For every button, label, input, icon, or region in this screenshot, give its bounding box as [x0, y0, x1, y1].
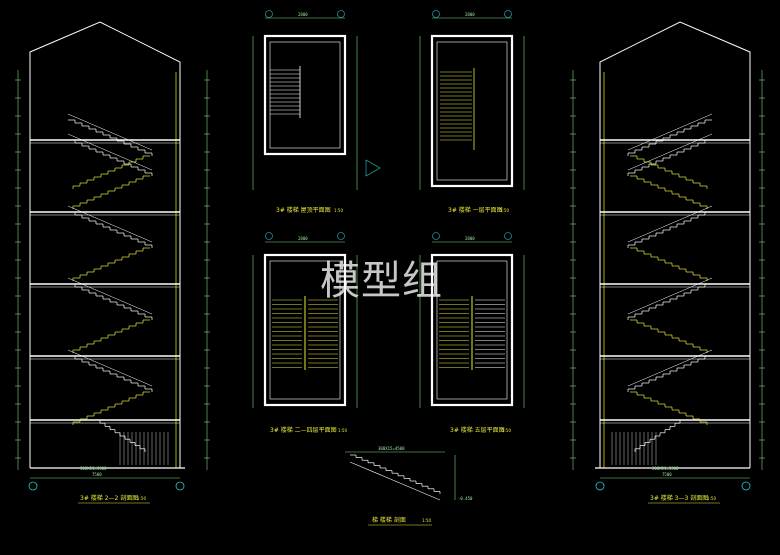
plan-first-title: 3# 楼梯 一层平面图 — [448, 206, 503, 214]
left-section-title: 3# 楼梯 2—2 剖面图 — [80, 494, 138, 502]
axis-bubble — [175, 481, 185, 491]
left-stair-section: 7500 300X11=3300 3# 楼梯 2—2 剖面图 1:50 — [15, 21, 210, 504]
axis-bubble — [28, 481, 38, 491]
watermark: 模型组 — [320, 258, 443, 304]
plan-first-scale: 1:50 — [500, 208, 509, 213]
detail-stair-profile — [349, 454, 441, 501]
detail-run-dim: 300X15=4500 — [378, 446, 405, 451]
plan-fifth-scale: 1:50 — [502, 428, 511, 433]
plan-fifth-title: 3# 楼梯 五层平面图 — [450, 426, 505, 434]
handrail — [627, 277, 713, 315]
plan-fifth-width-dim: 2800 — [465, 236, 475, 241]
left-section-scale: 1:50 — [137, 496, 146, 501]
handrail — [627, 205, 713, 243]
roof-stair-treads — [270, 66, 301, 118]
right-total-dim: 7500 — [662, 472, 672, 477]
axis-bubble — [432, 232, 440, 240]
right-stair-flights — [611, 113, 713, 465]
left-total-dim: 7500 — [92, 472, 102, 477]
handrail — [627, 133, 713, 171]
axis-bubble — [504, 232, 512, 240]
handrail — [67, 277, 153, 315]
right-floor-slabs — [600, 139, 750, 424]
handrail — [67, 133, 153, 171]
axis-bubble — [265, 232, 273, 240]
plan-middle-width-dim: 2800 — [298, 236, 308, 241]
axis-bubble — [432, 10, 440, 18]
axis-bubble — [741, 481, 751, 491]
fifth-stair-treads — [439, 296, 505, 370]
detail-elev: -0.450 — [458, 496, 473, 501]
left-dimension-ticks — [15, 79, 210, 459]
axis-bubble — [595, 481, 605, 491]
plan-roof-width-dim: 2800 — [298, 12, 308, 17]
detail-scale: 1:50 — [422, 518, 431, 523]
left-stair-flights — [67, 113, 169, 465]
plan-roof-title: 3# 楼梯 屋顶平面图 — [276, 206, 331, 214]
plan-middle-scale: 1:50 — [338, 428, 347, 433]
plan-fifth-floor: 2800 3# 楼梯 五层平面图 1:50 — [419, 232, 525, 434]
detail-soffit — [349, 461, 441, 501]
axis-bubble — [337, 10, 345, 18]
left-floor-slabs — [30, 139, 180, 424]
axis-bubble — [337, 232, 345, 240]
first-stair-treads — [440, 68, 475, 150]
right-stair-section: 7500 300X11=3300 3# 楼梯 3—3 剖面图 1:50 — [570, 21, 765, 504]
left-run-dim: 300X11=3300 — [80, 466, 107, 471]
handrail — [67, 205, 153, 243]
handrail — [627, 349, 713, 387]
right-run-dim: 300X11=3300 — [652, 466, 679, 471]
section-arrow-icon — [365, 159, 381, 177]
right-section-title: 3# 楼梯 3—3 剖面图 — [650, 494, 708, 502]
plan-middle-title: 3# 楼梯 二—四层平面图 — [270, 426, 337, 434]
middle-stair-treads — [272, 296, 338, 370]
axis-bubble — [265, 10, 273, 18]
detail-title: 梯 楼梯 剖面 — [372, 516, 406, 524]
right-section-scale: 1:50 — [707, 496, 716, 501]
plan-roof: 2800 3# 楼梯 屋顶平面图 1:50 — [252, 10, 381, 214]
plan-roof-scale: 1:50 — [334, 208, 343, 213]
handrail — [67, 349, 153, 387]
handrail — [627, 113, 713, 151]
axis-bubble — [504, 10, 512, 18]
plan-middle-floors: 2800 3# 楼梯 二—四层平面图 1:50 — [252, 232, 358, 434]
plan-first-floor: 2800 3# 楼梯 一层平面图 1:50 — [419, 10, 525, 214]
plan-first-width-dim: 2800 — [465, 12, 475, 17]
stair-detail-section: 300X15=4500 -0.450 梯 楼梯 剖面 1:50 — [345, 446, 473, 526]
right-dimension-ticks — [570, 79, 765, 459]
handrail — [67, 113, 153, 151]
